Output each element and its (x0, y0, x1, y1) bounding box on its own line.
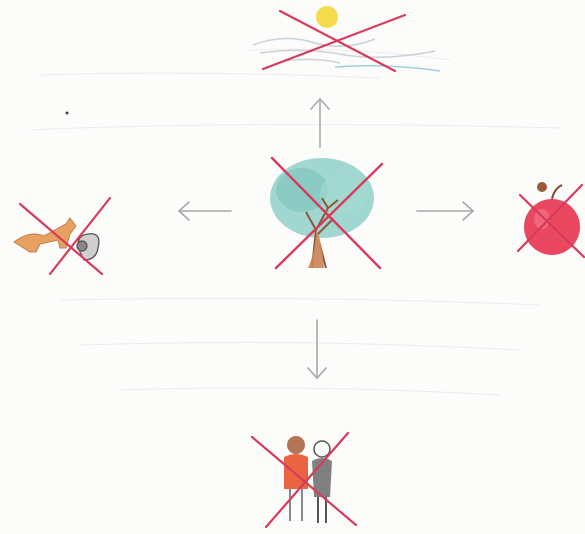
arrow-left (175, 198, 235, 224)
people-node (238, 425, 368, 530)
arrow-down-icon (308, 320, 326, 378)
arrow-right (413, 198, 477, 224)
arrow-down (302, 316, 332, 382)
sun-landscape-node (245, 5, 450, 77)
tree-icon (270, 158, 374, 268)
sun-icon (316, 6, 338, 28)
arrow-up-icon (311, 99, 329, 147)
landscape-icon (253, 38, 440, 71)
arrow-left-icon (179, 202, 231, 220)
arrow-right-icon (417, 202, 473, 220)
tree-node (262, 150, 392, 275)
arrow-up (305, 95, 335, 150)
person-left-icon (284, 436, 308, 521)
fox-icon (14, 218, 76, 252)
apple-node (512, 175, 585, 265)
animals-node (10, 190, 115, 275)
